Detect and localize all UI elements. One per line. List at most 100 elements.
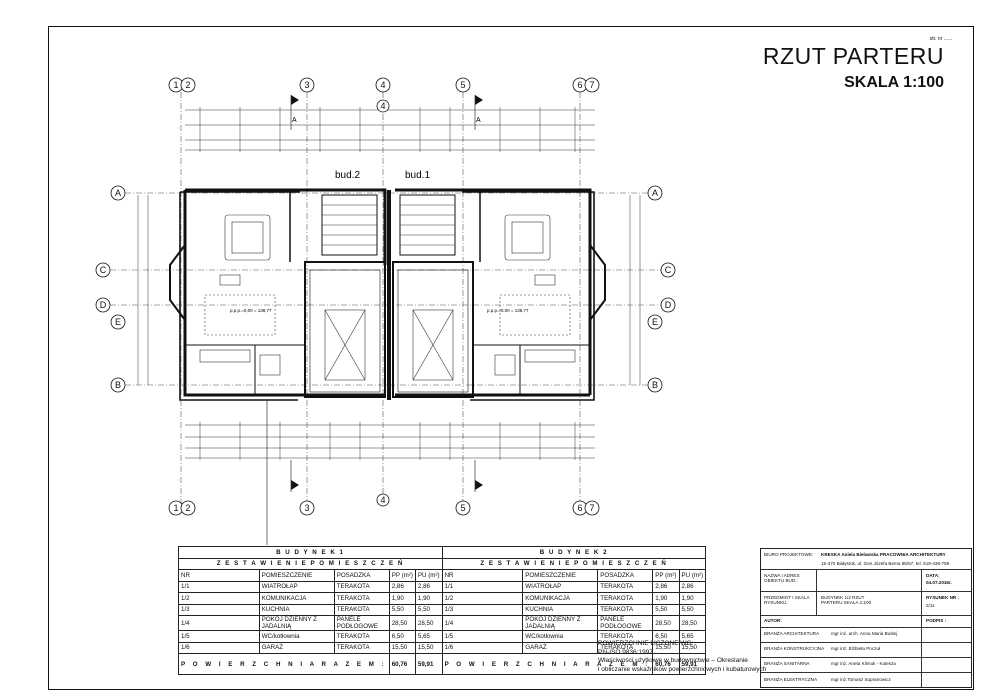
svg-text:C: C (665, 265, 672, 275)
axis-bubble-top-4: 4 (375, 77, 391, 93)
cell: 5,50 (388, 603, 416, 616)
dimension-ticks (199, 107, 576, 460)
cell: TERAKOTA (333, 630, 390, 643)
total-pp-b1: 60,76 (388, 653, 416, 675)
cell: TERAKOTA (333, 641, 390, 654)
level-note-right: p.p.p.=0,00 = 138,77 (487, 308, 529, 313)
axis-bubble-right-E: E (647, 314, 663, 330)
cell: 2,86 (678, 580, 707, 593)
cell: 1,90 (678, 592, 707, 605)
total-label-b1: P O W I E R Z C H N I A R A Z E M : (178, 653, 390, 675)
cell: 5,50 (414, 603, 443, 616)
tb-rys: 2/11 (926, 603, 935, 608)
building-label-2: bud.2 (335, 170, 360, 181)
col-pp: PP (m²) (652, 569, 680, 582)
svg-text:B: B (115, 380, 121, 390)
svg-text:4: 4 (380, 495, 385, 505)
section-label-top-left: A (292, 117, 297, 124)
cell: 2,86 (388, 580, 416, 593)
col-pu: PU (m²) (678, 569, 707, 582)
section-label-top-right: A (476, 117, 481, 124)
tb-branza-arch-name: mgr inż. arch. Anna Maria Buslej (831, 631, 898, 636)
total-pu-b1: 59,91 (414, 653, 443, 675)
svg-text:3: 3 (304, 80, 309, 90)
axis-bubble-left-A: A (110, 185, 126, 201)
note-line: i obliczanie wskaźników powierzchniowych… (598, 665, 767, 673)
cell: 1,90 (414, 592, 443, 605)
tb-data: 04.07.2016r. (926, 580, 952, 585)
cell: 1/1 (178, 580, 260, 593)
cell: 1/6 (178, 641, 260, 654)
note-line: Właściwości użytkowe w budownictwie – Ok… (598, 657, 748, 664)
cell: 1/4 (441, 615, 524, 631)
section-marks (291, 95, 483, 490)
tb-rys-label: RYSUNEK NR : (926, 595, 960, 600)
area-standard-note: POWIERZCHNIE LICZONE WG: PN-ISO 9836:199… (598, 640, 766, 674)
cell: WC/kotłownia (258, 630, 335, 643)
cell: TERAKOTA (333, 592, 390, 605)
cell: TERAKOTA (597, 603, 654, 616)
col-floor: POSADZKA (333, 569, 390, 582)
cell: TERAKOTA (597, 592, 654, 605)
note-line: POWIERZCHNIE LICZONE WG: (598, 640, 694, 647)
cell: 6,50 (652, 630, 680, 643)
cell: POKÓJ DZIENNY Z JADALNIĄ (258, 615, 335, 631)
cell: GARAŻ (258, 641, 335, 654)
tb-branza-el: BRANŻA ELEKTRYCZNA (764, 677, 818, 682)
cell: WIATROŁAP (258, 580, 335, 593)
tb-przedmiot: BUDYNEK 1/2 RZUT PARTERU SKALA 1:100 (821, 595, 872, 605)
page-number: str. nr ...... (929, 36, 952, 42)
cell: WIATROŁAP (522, 580, 599, 593)
cell: 1/1 (441, 580, 524, 593)
cell: 6,50 (388, 630, 416, 643)
stairs (322, 204, 455, 246)
drawing-scale: SKALA 1:100 (844, 74, 944, 91)
tb-branza-el-name: mgr inż.Tomasz Supranowicz (831, 677, 891, 682)
col-room: POMIESZCZENIE (258, 569, 335, 582)
total-pu-b2: 59,91 (678, 653, 707, 675)
axis-bubble-right-B: B (647, 377, 663, 393)
col-pu: PU (m²) (414, 569, 443, 582)
cell: 1/2 (441, 592, 524, 605)
tb-branza-konstr: BRANŻA KONSTRUKCYJNA (764, 646, 825, 651)
cell: 1,90 (652, 592, 680, 605)
col-nr: NR (441, 569, 524, 582)
col-pp: PP (m²) (388, 569, 416, 582)
cell: TERAKOTA (333, 603, 390, 616)
cell: KUCHNIA (522, 603, 599, 616)
dimension-lines (137, 109, 641, 459)
svg-text:E: E (652, 317, 658, 327)
svg-text:A: A (115, 188, 121, 198)
svg-text:D: D (665, 300, 672, 310)
col-floor: POSADZKA (597, 569, 654, 582)
tb-branza-san: BRANŻA SANITARNA (764, 661, 810, 666)
cell: 2,86 (414, 580, 443, 593)
cell: 28,50 (678, 615, 707, 631)
cell: 28,50 (652, 615, 680, 631)
svg-text:5: 5 (460, 503, 465, 513)
axis-bubble-right-D: D (660, 297, 676, 313)
svg-text:2: 2 (185, 80, 190, 90)
tb-autor-label: AUTOR: (764, 618, 782, 623)
cell: PANELE PODŁOGOWE (597, 615, 654, 631)
svg-text:4: 4 (380, 101, 385, 111)
svg-text:7: 7 (589, 80, 594, 90)
cell: 1/5 (178, 630, 260, 643)
room-schedule-table: B U D Y N E K 1 B U D Y N E K 2 Z E S T … (178, 546, 707, 675)
tb-obiekt-label: NAZWA I ADRES OBIEKTU BUD.: (764, 573, 800, 583)
cell: 5,50 (652, 603, 680, 616)
svg-text:D: D (100, 300, 107, 310)
tb-branza-konstr-name: mgr inż. Elżbieta Poczuł (831, 646, 881, 651)
cell: KOMUNIKACJA (258, 592, 335, 605)
axis-bubble-top-7: 7 (584, 77, 600, 93)
title-block: BIURO PROJEKTOWE: KRESKA Aniela Bielawsk… (760, 548, 972, 688)
svg-text:3: 3 (304, 503, 309, 513)
drawing-sheet-border (48, 26, 974, 690)
axis-bubble-left-D: D (95, 297, 111, 313)
axis-bubble-top-3: 3 (299, 77, 315, 93)
tb-podpis-label: PODPIS : (926, 618, 947, 623)
axis-bubble-top-2: 2 (180, 77, 196, 93)
